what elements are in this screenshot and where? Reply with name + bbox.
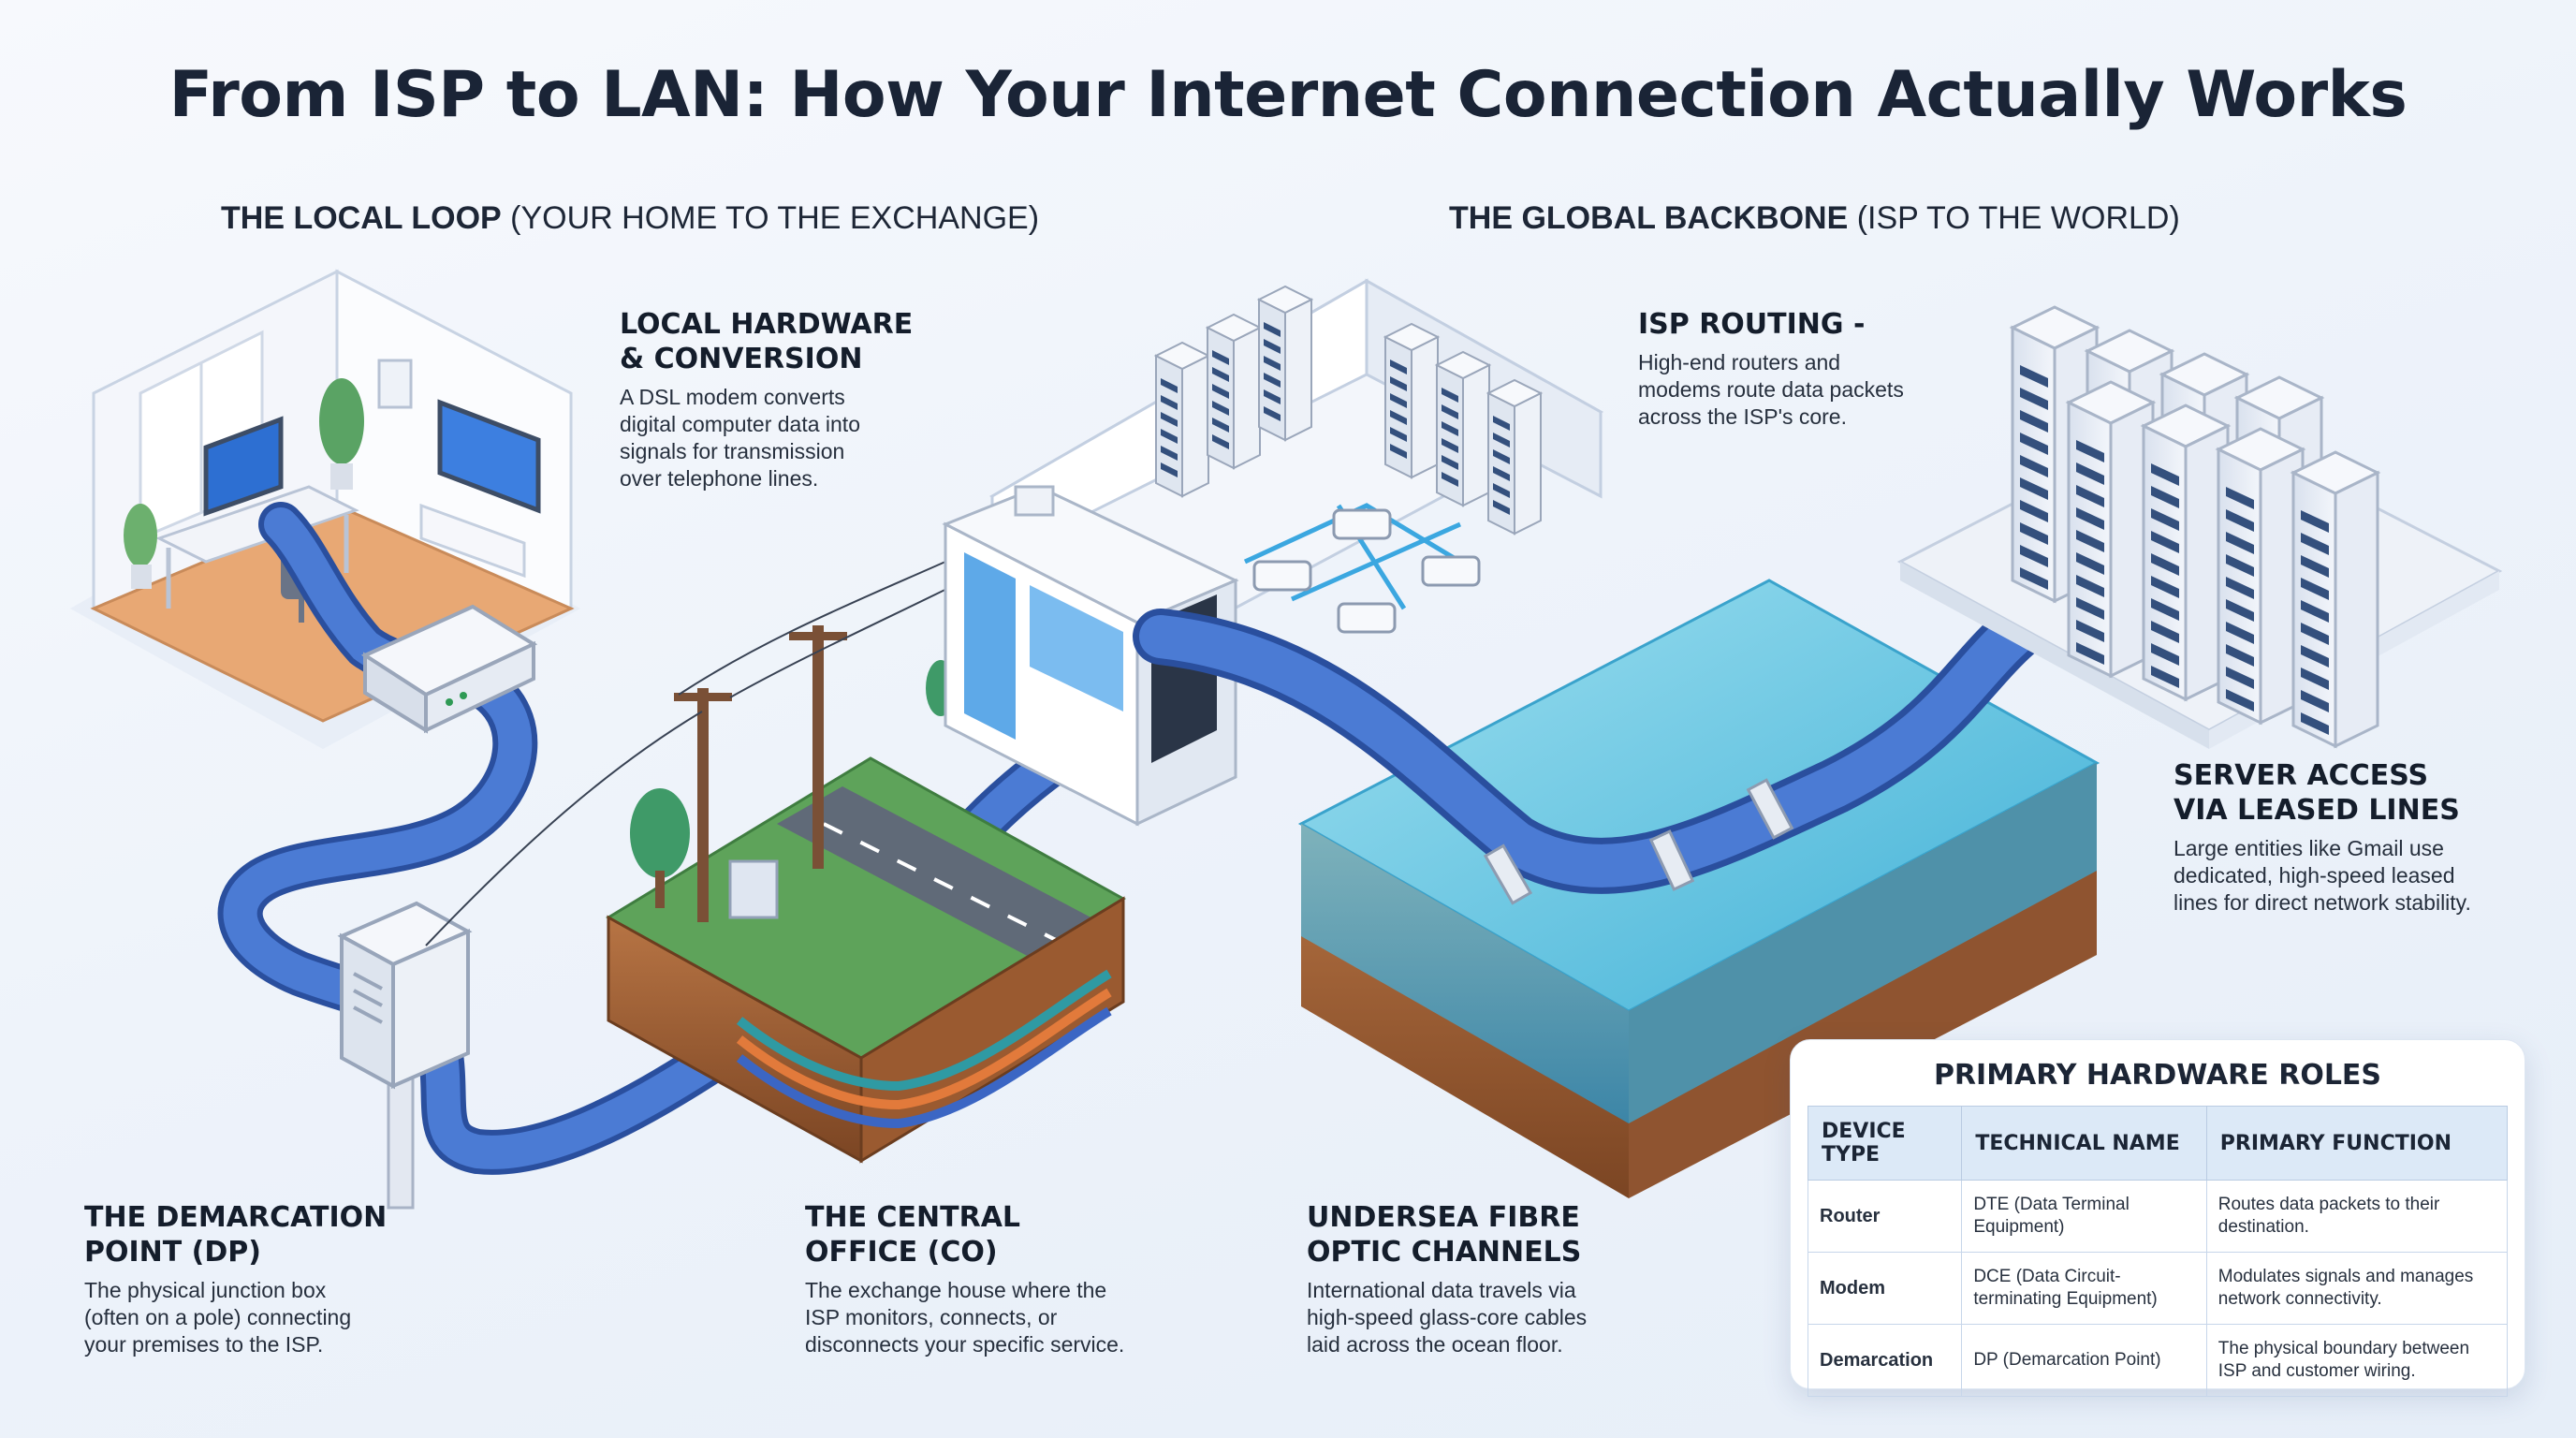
street-block [606,756,1126,1164]
server-rack-icon [2065,380,2157,679]
server-rack-icon [1383,322,1441,479]
cell-device: Demarcation [1807,1324,1963,1397]
section-label-local-loop: THE LOCAL LOOP (YOUR HOME TO THE EXCHANG… [221,200,1040,236]
cell-device: Router [1807,1180,1963,1253]
table-header-row: DEVICE TYPE TECHNICAL NAME PRIMARY FUNCT… [1807,1106,2509,1181]
server-rack-icon [1205,313,1263,470]
hardware-roles-table: DEVICE TYPE TECHNICAL NAME PRIMARY FUNCT… [1807,1106,2509,1397]
table-row: Modem DCE (Data Circuit-terminating Equi… [1807,1252,2509,1325]
cell-function: The physical boundary between ISP and cu… [2205,1324,2509,1397]
section-label-global-backbone: THE GLOBAL BACKBONE (ISP TO THE WORLD) [1449,200,2180,236]
callout-local-hardware: LOCAL HARDWARE& CONVERSION A DSL modem c… [620,308,914,491]
table-row: Router DTE (Data Terminal Equipment) Rou… [1807,1180,2509,1253]
hardware-roles-panel: PRIMARY HARDWARE ROLES DEVICE TYPE TECHN… [1790,1039,2525,1397]
server-rack-icon [1486,378,1544,536]
cell-function: Routes data packets to their destination… [2205,1180,2509,1253]
undersea-block [1297,579,2100,1198]
dsl-modem-icon [360,604,538,734]
server-rack-icon [2290,450,2381,749]
cell-technical-name: DTE (Data Terminal Equipment) [1961,1180,2207,1253]
server-rack-icon [2140,404,2232,702]
column-header: PRIMARY FUNCTION [2205,1106,2509,1181]
data-centre [1896,305,2503,749]
panel-title: PRIMARY HARDWARE ROLES [1933,1059,2382,1092]
server-rack-icon [1153,341,1211,498]
router-icon [1243,503,1481,634]
junction-box-icon [337,901,473,1210]
server-rack-icon [1256,285,1314,442]
table-row: Demarcation DP (Demarcation Point) The p… [1807,1324,2509,1397]
plant-icon [124,378,364,589]
cell-device: Modem [1807,1252,1963,1325]
server-rack-icon [1434,350,1492,507]
page-title: From ISP to LAN: How Your Internet Conne… [168,58,2408,132]
cell-technical-name: DCE (Data Circuit-terminating Equipment) [1961,1252,2207,1325]
cell-function: Modulates signals and manages network co… [2205,1252,2509,1325]
column-header: DEVICE TYPE [1807,1106,1963,1181]
television-icon [419,399,541,579]
cell-technical-name: DP (Demarcation Point) [1961,1324,2207,1397]
server-rack-icon [2215,427,2306,726]
column-header: TECHNICAL NAME [1961,1106,2207,1181]
